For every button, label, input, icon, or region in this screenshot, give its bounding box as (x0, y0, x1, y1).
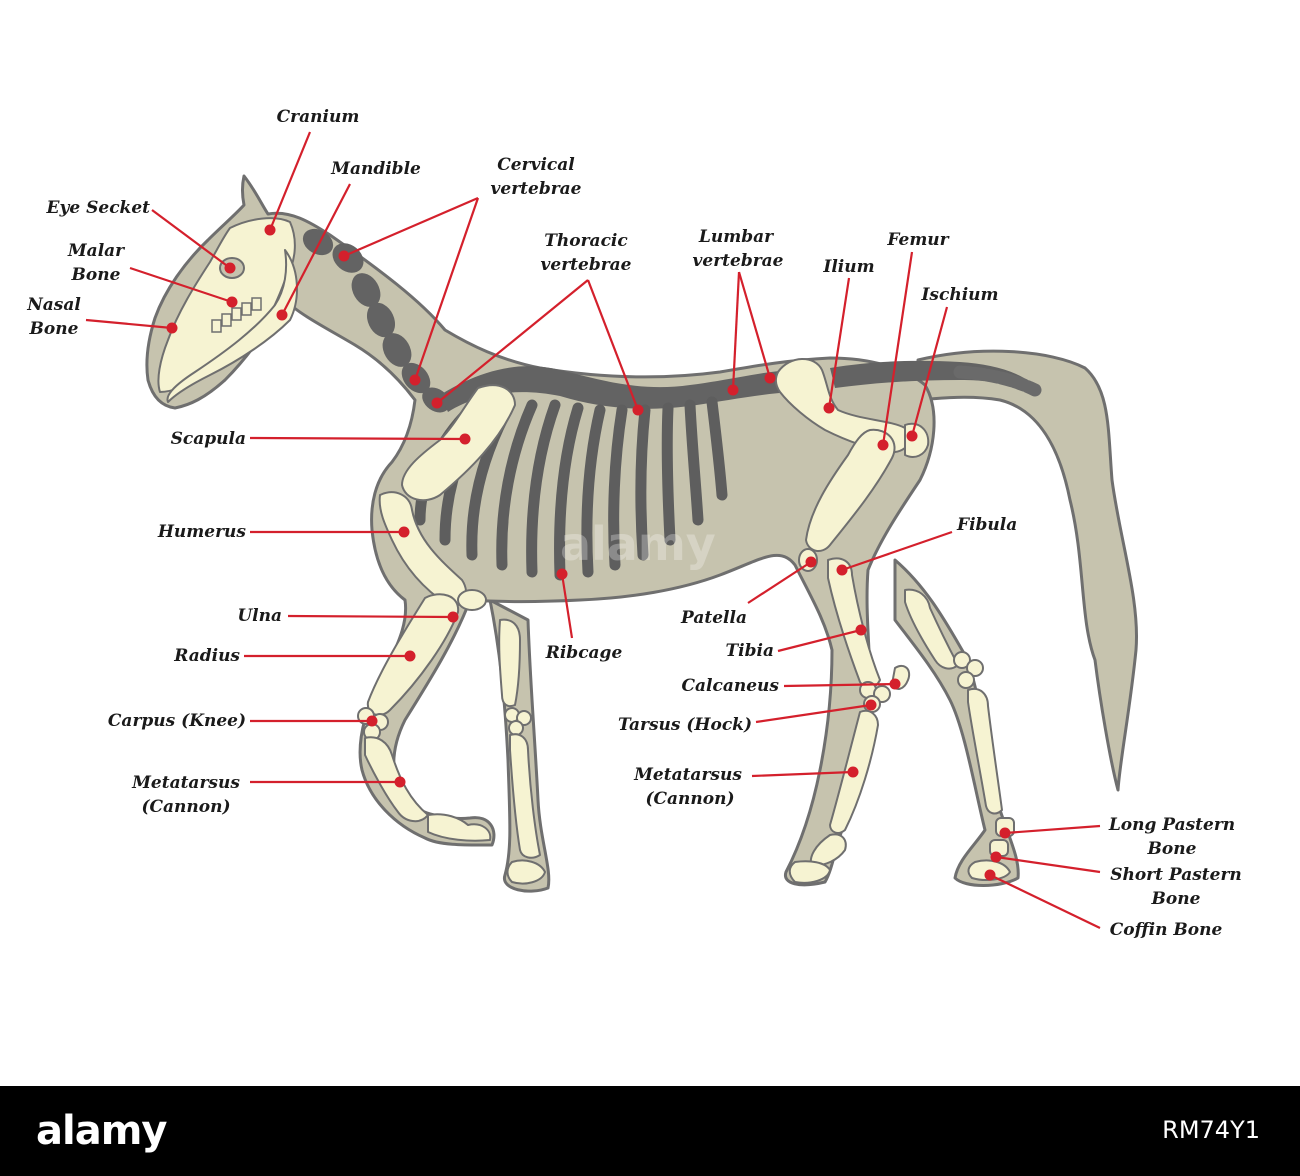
dot-lumbar-1 (727, 384, 739, 396)
label-ilium: Ilium (822, 257, 874, 277)
label-carpus: Carpus (Knee) (108, 711, 246, 731)
label-cranium: Cranium (277, 107, 360, 127)
dot-patella (805, 556, 817, 568)
dot-femur (877, 439, 889, 451)
label-nasal-line2: Bone (29, 319, 79, 339)
label-cervical-line1: Cervical (497, 155, 575, 175)
hind-pastern-bones (810, 833, 847, 867)
dot-scapula (459, 433, 471, 445)
tail-vertebrae (953, 365, 1042, 397)
label-coffin-bone: Coffin Bone (1110, 920, 1223, 940)
ischium-bone (904, 422, 930, 458)
dot-radius (404, 650, 416, 662)
far-hind-tarsus (953, 651, 984, 689)
footer-bar: alamy RM74Y1 (0, 1086, 1300, 1176)
dot-eye-socket (224, 262, 236, 274)
label-ulna: Ulna (237, 606, 282, 626)
label-metatarsus-hind-line2: (Cannon) (645, 789, 734, 809)
label-thoracic-line2: vertebrae (541, 255, 632, 275)
label-long-pastern-line1: Long Pastern (1108, 815, 1235, 835)
hind-hoof-bone (788, 860, 831, 884)
label-malar-line1: Malar (67, 241, 125, 261)
label-scapula: Scapula (171, 429, 246, 449)
body (145, 174, 936, 887)
dot-cervical-1 (338, 250, 350, 262)
teeth (211, 297, 262, 333)
dot-metatarsus-hind (847, 766, 859, 778)
scapula-bone (401, 384, 516, 502)
watermark-text: alamy (560, 517, 716, 571)
dot-nasal (166, 322, 178, 334)
labels: Cranium Mandible Cervical vertebrae Eye … (26, 107, 1242, 940)
leader-lines (85, 131, 1101, 929)
dot-thoracic-2 (632, 404, 644, 416)
far-front-hoof-bone (506, 859, 546, 885)
dot-short-pastern (990, 851, 1002, 863)
label-patella: Patella (680, 608, 747, 628)
dot-coffin-bone (984, 869, 996, 881)
dot-cervical-2 (409, 374, 421, 386)
skull (157, 217, 298, 403)
dot-thoracic-1 (431, 397, 443, 409)
dot-tibia (855, 624, 867, 636)
ulna-bone (457, 589, 487, 611)
far-front-radius (498, 618, 521, 708)
dot-malar (226, 296, 238, 308)
marker-dots (166, 224, 1011, 881)
label-femur: Femur (886, 230, 949, 250)
label-fibula: Fibula (956, 515, 1017, 535)
dot-carpus (366, 715, 378, 727)
dot-humerus (398, 526, 410, 538)
dot-calcaneus (889, 678, 901, 690)
label-nasal-line1: Nasal (26, 295, 81, 315)
dot-tarsus (865, 699, 877, 711)
dot-mandible (276, 309, 288, 321)
label-thoracic-line1: Thoracic (544, 231, 628, 251)
label-eye-socket: Eye Secket (46, 198, 151, 218)
label-mandible: Mandible (330, 159, 421, 179)
label-ribcage: Ribcage (545, 643, 623, 663)
femur-bone (805, 428, 896, 552)
label-tibia: Tibia (726, 641, 774, 661)
far-hind-cannon (967, 688, 1003, 815)
far-front-cannon (509, 733, 541, 859)
dot-lumbar-2 (764, 372, 776, 384)
dot-ulna (447, 611, 459, 623)
front-pastern-bones (427, 813, 492, 842)
label-short-pastern-line1: Short Pastern (1110, 865, 1242, 885)
label-cervical-line2: vertebrae (491, 179, 582, 199)
label-tarsus: Tarsus (Hock) (618, 715, 752, 735)
label-lumbar-line1: Lumbar (698, 227, 774, 247)
label-malar-line2: Bone (71, 265, 121, 285)
label-radius: Radius (173, 646, 240, 666)
back-spine (440, 360, 1042, 412)
label-humerus: Humerus (157, 522, 247, 542)
image-id: RM74Y1 (1162, 1116, 1260, 1144)
mandible-bone (166, 249, 298, 403)
label-metatarsus-front-line1: Metatarsus (131, 773, 240, 793)
dot-ribcage (556, 568, 568, 580)
horse-skeleton-diagram: alamy (26, 107, 1242, 940)
thoracic-spine (440, 366, 792, 412)
dot-long-pastern (999, 827, 1011, 839)
tibia-bone (827, 557, 881, 689)
dot-ischium (906, 430, 918, 442)
dot-metatarsus-front (394, 776, 406, 788)
label-metatarsus-hind-line1: Metatarsus (633, 765, 742, 785)
tail (916, 349, 1139, 792)
label-short-pastern-line2: Bone (1151, 889, 1201, 909)
dot-fibula (836, 564, 848, 576)
label-long-pastern-line2: Bone (1147, 839, 1197, 859)
label-metatarsus-front-line2: (Cannon) (141, 797, 230, 817)
dot-ilium (823, 402, 835, 414)
dot-cranium (264, 224, 276, 236)
label-calcaneus: Calcaneus (682, 676, 780, 696)
label-lumbar-line2: vertebrae (693, 251, 784, 271)
label-ischium: Ischium (920, 285, 998, 305)
brand-logo: alamy (36, 1108, 167, 1154)
